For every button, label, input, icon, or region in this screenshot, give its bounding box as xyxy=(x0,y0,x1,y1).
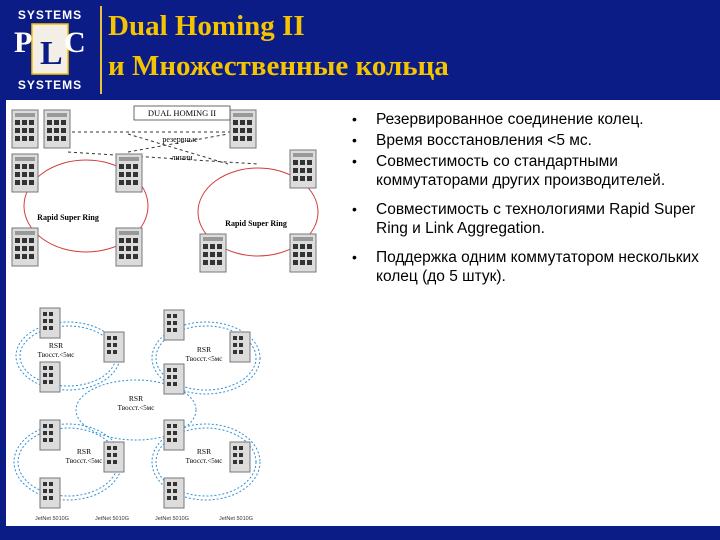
title-line-2: и Множественные кольца xyxy=(108,50,449,82)
logo-bottom-text: SYSTEMS xyxy=(17,78,83,92)
bullet-text: Поддержка одним коммутатором нескольких … xyxy=(376,249,699,285)
ring2-time: Tвосст.<5мс xyxy=(186,355,223,363)
list-item: • Совместимость с технологиями Rapid Supe… xyxy=(352,200,714,238)
dual-homing-diagram: DUAL HOMING II резервные линии Rapid Sup… xyxy=(11,105,319,273)
plc-logo-mark: P L C xyxy=(14,23,86,75)
svg-text:P: P xyxy=(14,26,32,59)
bullet-icon: • xyxy=(352,153,357,169)
bullet-text: Совместимость с технологиями Rapid Super… xyxy=(376,201,696,237)
ring4-time: Tвосст.<5мс xyxy=(66,457,103,465)
ring1-name: RSR xyxy=(49,341,63,350)
footer-band xyxy=(0,526,720,540)
ring5-name: RSR xyxy=(197,447,211,456)
ring5-time: Tвосст.<5мс xyxy=(186,457,223,465)
bullet-icon: • xyxy=(352,132,357,148)
ring2-name: RSR xyxy=(197,345,211,354)
bullet-text: Совместимость со стандартными коммутатор… xyxy=(376,153,666,189)
list-item: • Совместимость со стандартными коммутато… xyxy=(352,152,714,190)
page-title: Dual Homing II и Множественные кольца xyxy=(108,6,449,86)
reserve-label: резервные xyxy=(162,135,198,144)
ring3-name: RSR xyxy=(129,394,143,403)
list-item: • Поддержка одним коммутатором нескольких… xyxy=(352,248,714,286)
ring1-time: Tвосст.<5мс xyxy=(38,351,75,359)
ring-left xyxy=(23,159,149,253)
ring-right xyxy=(197,167,319,257)
device-label-3: JetNet 5010G xyxy=(155,516,189,522)
feature-list: • Резервированное соединение колец. • Врем… xyxy=(352,110,714,288)
left-accent-bar xyxy=(0,100,6,526)
ring3-time: Tвосст.<5мс xyxy=(118,404,155,412)
plc-systems-logo: SYSTEMS P L C SYSTEMS xyxy=(4,4,96,96)
header-band: SYSTEMS P L C SYSTEMS Dual Homing II и М… xyxy=(0,0,720,100)
dual-homing-label: DUAL HOMING II xyxy=(148,108,216,118)
multiple-rings-diagram: RSR Tвосст.<5мс RSR Tвосст.<5мс RSR Tвос… xyxy=(13,307,261,522)
ring-right-label: Rapid Super Ring xyxy=(225,219,287,228)
list-item: • Время восстановления <5 мс. xyxy=(352,131,714,150)
bullet-icon: • xyxy=(352,249,357,265)
svg-text:C: C xyxy=(64,26,86,59)
bullet-icon: • xyxy=(352,111,357,127)
svg-text:L: L xyxy=(40,35,63,72)
list-item: • Резервированное соединение колец. xyxy=(352,110,714,129)
bullet-text: Время восстановления <5 мс. xyxy=(376,132,592,149)
device-label-4: JetNet 5010G xyxy=(219,516,253,522)
ring4-name: RSR xyxy=(77,447,91,456)
links-label: линии xyxy=(171,153,193,162)
title-line-1: Dual Homing II xyxy=(108,10,305,42)
bullet-icon: • xyxy=(352,201,357,217)
device-label-2: JetNet 5010G xyxy=(95,516,129,522)
header-divider xyxy=(100,6,102,94)
logo-top-text: SYSTEMS xyxy=(17,8,83,22)
bullet-text: Резервированное соединение колец. xyxy=(376,111,644,128)
ring-left-label: Rapid Super Ring xyxy=(37,213,99,222)
device-label-1: JetNet 5010G xyxy=(35,516,69,522)
